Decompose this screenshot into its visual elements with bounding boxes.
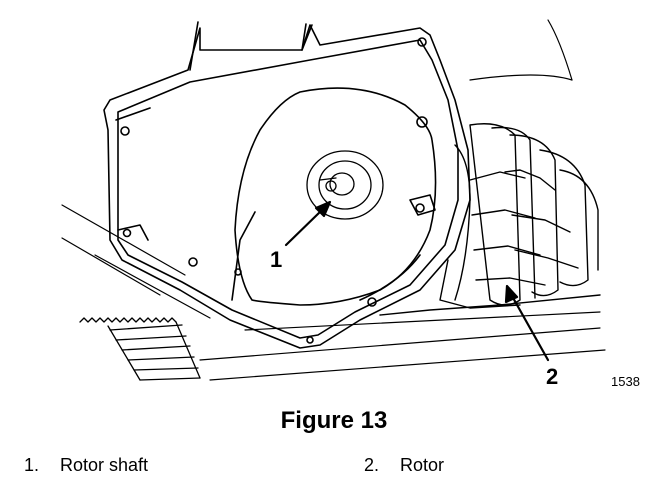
callout-2-arrowhead — [504, 284, 519, 304]
callout-2-leader — [510, 294, 550, 362]
auger-housing — [103, 21, 471, 349]
legend-number: 2. — [364, 455, 380, 475]
callout-1-arrowhead — [314, 200, 332, 218]
figure-code: 1538 — [611, 374, 640, 389]
callout-label-2: 2 — [546, 364, 559, 389]
callout-1-leader — [284, 208, 324, 247]
callout-arrows — [284, 200, 550, 362]
legend-number: 1. — [24, 455, 40, 475]
rotor-assembly-illustration — [61, 19, 606, 381]
legend-label: Rotor shaft — [60, 455, 149, 475]
rotor-blades — [379, 123, 601, 316]
rotor-shaft-hub — [306, 150, 384, 220]
callout-label-1: 1 — [270, 247, 283, 272]
side-plate — [231, 87, 437, 306]
legend-item-rotor: 2. Rotor — [364, 456, 444, 474]
drive-belt — [79, 317, 201, 381]
figure-caption: Figure 13 — [280, 407, 388, 434]
legend-item-rotor-shaft: 1. Rotor shaft — [24, 456, 148, 474]
legend-label: Rotor — [400, 455, 445, 475]
